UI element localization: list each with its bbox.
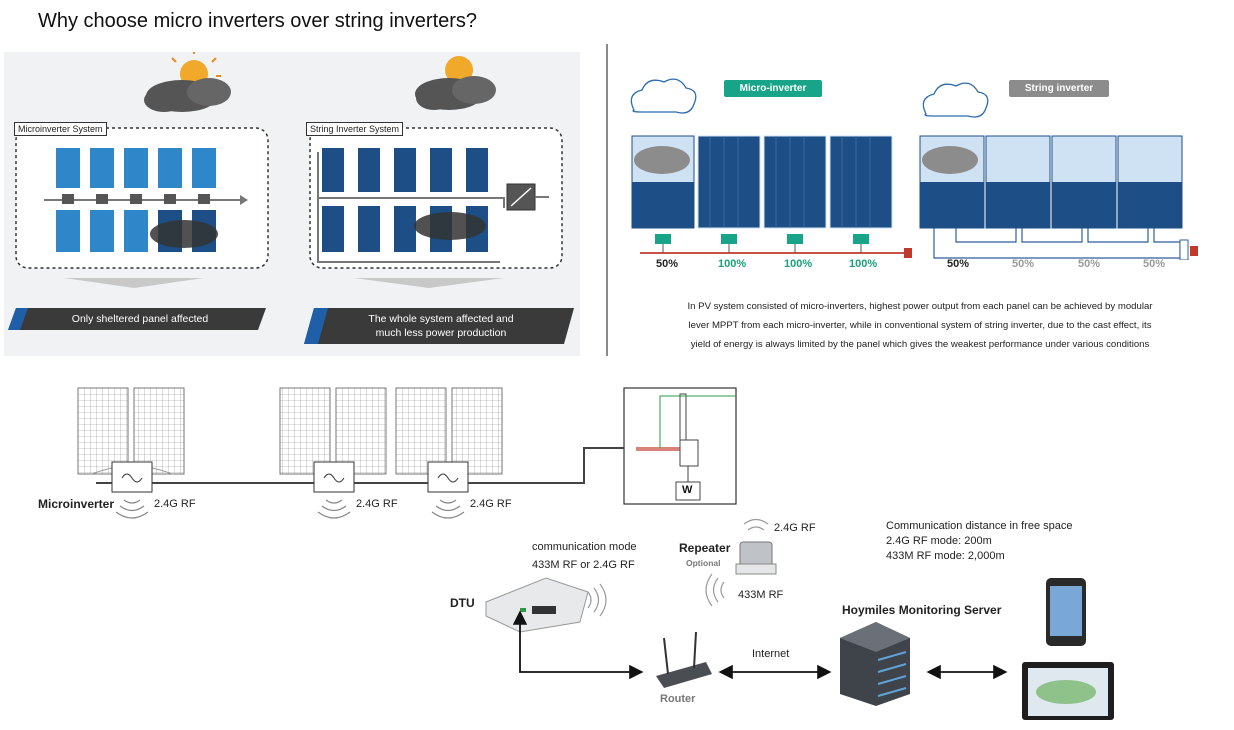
smartphone-icon [1046, 578, 1086, 646]
micro-system-label: Microinverter System [14, 122, 107, 136]
micro-panels [44, 148, 248, 252]
pv-panel-group-1 [77, 387, 185, 493]
explanation-line-1: In PV system consisted of micro-inverter… [687, 301, 1153, 312]
string-panels [317, 148, 549, 263]
rf-label-1: 2.4G RF [154, 498, 196, 510]
network-diagram [77, 387, 1114, 720]
microinverter-label: Microinverter [38, 497, 115, 511]
dtu-rf-wave-icon [587, 583, 607, 617]
ribbon-left-bg [8, 308, 266, 330]
rf-label-3: 2.4G RF [470, 498, 512, 510]
string-percent-3: 50% [1078, 258, 1101, 270]
server-device [840, 622, 910, 706]
string-inverter-panels [919, 135, 1198, 260]
server-label: Hoymiles Monitoring Server [842, 603, 1002, 617]
rf-wave-icon-2 [317, 499, 351, 519]
down-arrow-left [64, 278, 204, 288]
meter-label: W [682, 484, 693, 496]
repeater-label: Repeater [679, 541, 731, 555]
router-label: Router [660, 693, 696, 705]
dtu-label: DTU [450, 596, 475, 610]
micro-percent-2: 100% [718, 258, 747, 270]
dtu-device [485, 577, 589, 633]
page-title: Why choose micro inverters over string i… [38, 10, 478, 32]
cloud-outline-icon-right [922, 82, 989, 118]
string-caption-line1: The whole system affected and [368, 313, 514, 325]
micro-percent-1: 50% [656, 258, 679, 270]
section-divider [606, 44, 608, 356]
string-inverter-tag: String inverter [1009, 80, 1109, 97]
rf-wave-icon-3 [431, 499, 465, 519]
repeater-rf-top: 2.4G RF [774, 522, 816, 534]
sun-cloud-icon-right [415, 56, 496, 110]
distance-title: Communication distance in free space [886, 520, 1073, 532]
cloud-outline-icon-left [630, 78, 697, 114]
internet-label: Internet [752, 648, 790, 660]
micro-caption: Only sheltered panel affected [71, 313, 209, 325]
explanation-line-3: yield of energy is always limited by the… [690, 339, 1150, 350]
rf-label-2: 2.4G RF [356, 498, 398, 510]
string-system-label: String Inverter System [306, 122, 404, 136]
micro-inverter-panels [631, 135, 912, 258]
rf-wave-icon-1 [115, 499, 149, 519]
string-percent-4: 50% [1143, 258, 1166, 270]
repeater-rf-wave-icon-top [743, 518, 769, 531]
string-caption-line2: much less power production [375, 327, 507, 339]
micro-percent-3: 100% [784, 258, 813, 270]
ribbon-right-bg [304, 308, 574, 344]
string-caption: The whole system affected and much less … [316, 312, 566, 340]
pv-panel-group-2 [279, 387, 387, 493]
distance-line1: 2.4G RF mode: 200m [886, 535, 992, 547]
laptop-icon [1022, 662, 1114, 720]
comm-mode-line1: communication mode [532, 541, 637, 553]
output-comparison-graphic [630, 78, 1198, 260]
explanation-line-2: lever MPPT from each micro-inverter, whi… [688, 320, 1152, 331]
pv-panel-group-3 [395, 387, 503, 493]
dtu-router-arrow [512, 610, 644, 680]
string-percent-1: 50% [947, 258, 970, 270]
repeater-rf-wave-icon-left [705, 573, 725, 607]
sun-cloud-icon-left [144, 50, 231, 112]
system-comparison-panel [4, 50, 580, 356]
repeater-optional-label: Optional [686, 558, 721, 568]
string-percent-2: 50% [1012, 258, 1035, 270]
distance-line2: 433M RF mode: 2,000m [886, 550, 1005, 562]
explanation-text: In PV system consisted of micro-inverter… [640, 297, 1200, 354]
repeater-device [735, 541, 777, 575]
comm-mode-line2: 433M RF or 2.4G RF [532, 559, 635, 571]
down-arrow-right [354, 278, 504, 288]
micro-inverter-tag: Micro-inverter [724, 80, 822, 97]
power-meter [675, 481, 701, 501]
comparison-graphic [8, 50, 574, 344]
repeater-rf-bottom: 433M RF [738, 589, 784, 601]
router-device [656, 631, 712, 688]
micro-percent-4: 100% [849, 258, 878, 270]
